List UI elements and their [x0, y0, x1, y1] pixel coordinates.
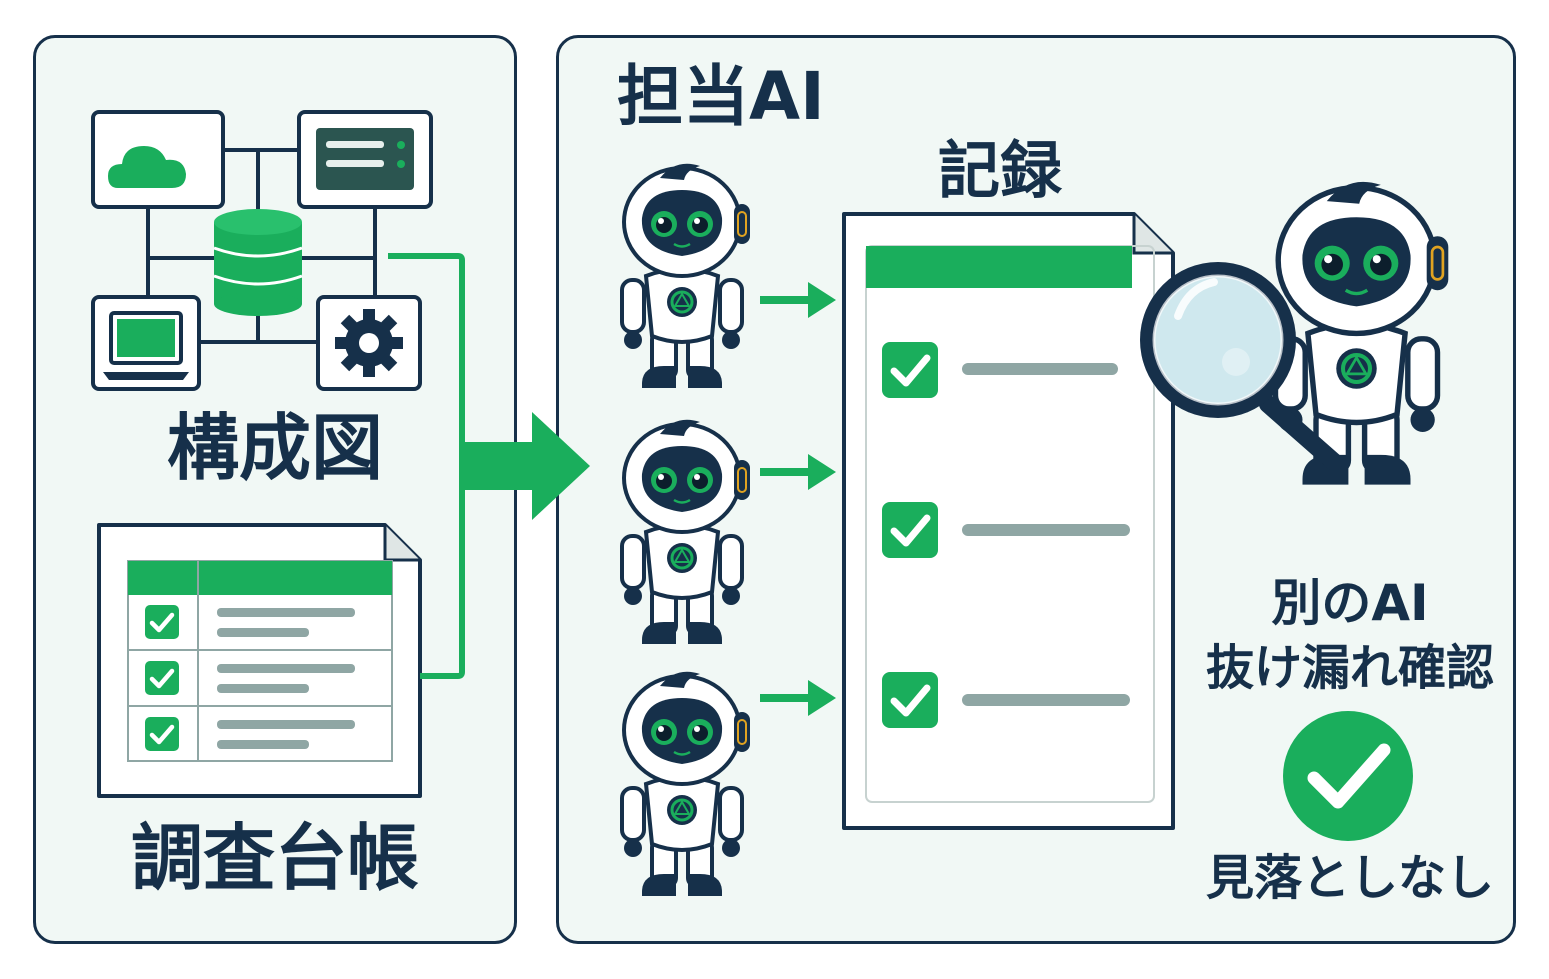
check-icon — [145, 605, 179, 639]
reviewer-ai-label: 別のAI — [1271, 574, 1429, 632]
cloud-node — [91, 110, 225, 209]
check-icon — [882, 502, 938, 558]
gear-icon — [335, 309, 403, 377]
record-item — [882, 342, 1118, 398]
input-flow-arrow — [388, 253, 590, 679]
ledger-row — [145, 717, 355, 751]
laptop-icon — [103, 311, 189, 380]
check-icon — [145, 661, 179, 695]
robot-icon — [620, 669, 752, 898]
network-diagram — [91, 110, 433, 391]
survey-ledger-label: 調査台帳 — [130, 816, 419, 900]
assignee-ai-label: 担当AI — [617, 58, 825, 135]
check-icon — [145, 717, 179, 751]
robot-icon — [620, 417, 752, 646]
arrow-right-icon — [760, 454, 836, 490]
magnifying-glass-icon — [1140, 262, 1343, 471]
record-arrows — [760, 282, 836, 716]
arrow-right-icon — [760, 282, 836, 318]
no-oversight-label: 見落としなし — [1205, 850, 1494, 906]
record-label: 記録 — [938, 134, 1063, 207]
check-icon — [882, 672, 938, 728]
robot-icon — [620, 161, 752, 390]
server-icon — [316, 128, 414, 190]
leak-check-label: 抜け漏れ確認 — [1205, 640, 1494, 696]
database-icon — [213, 209, 303, 316]
settings-node — [316, 295, 422, 391]
ledger-document — [97, 523, 422, 798]
network-links — [146, 148, 377, 344]
record-item — [882, 502, 1130, 558]
arrow-right-icon — [760, 680, 836, 716]
ledger-row — [145, 605, 355, 639]
check-icon — [1283, 711, 1413, 841]
config-diagram-label: 構成図 — [166, 406, 383, 490]
check-icon — [882, 342, 938, 398]
record-item — [882, 672, 1130, 728]
ledger-row — [145, 661, 355, 695]
server-node — [297, 110, 433, 209]
laptop-node — [91, 295, 201, 391]
assignee-robots — [620, 161, 752, 898]
record-document — [842, 212, 1175, 830]
cloud-icon — [108, 146, 186, 188]
